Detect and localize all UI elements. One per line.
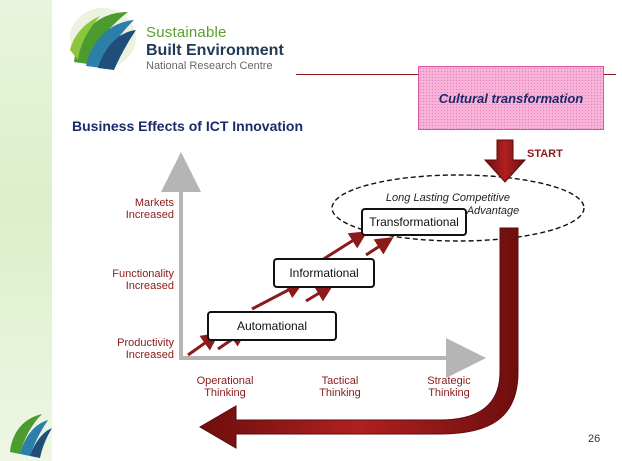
y-label-line: Markets xyxy=(134,197,174,209)
x-label-tactical: Tactical Thinking xyxy=(295,375,385,399)
advantage-line: Long Lasting Competitive xyxy=(385,192,511,204)
logo-icon xyxy=(70,8,136,70)
stage-transformational: Transformational xyxy=(361,208,467,236)
advantage-ellipse xyxy=(331,174,585,242)
x-label-line: Thinking xyxy=(428,387,470,399)
footer-logo-icon xyxy=(10,414,52,458)
cultural-transformation-box: Cultural transformation xyxy=(418,66,604,130)
progression-arrows xyxy=(187,231,394,357)
y-label-line: Productivity xyxy=(117,337,174,349)
brand-line2: Built Environment xyxy=(146,42,284,59)
brand-line3: National Research Centre xyxy=(146,60,273,72)
return-arrow xyxy=(199,227,519,449)
x-label-strategic: Strategic Thinking xyxy=(404,375,494,399)
x-label-line: Thinking xyxy=(204,387,246,399)
y-label-line: Increased xyxy=(125,349,174,361)
slide-title: Business Effects of ICT Innovation xyxy=(72,118,304,134)
start-label: START xyxy=(527,148,563,160)
y-label-markets: Markets Increased xyxy=(96,197,174,221)
cultural-transformation-label: Cultural transformation xyxy=(438,91,584,106)
y-label-line: Functionality xyxy=(112,268,174,280)
page-number: 26 xyxy=(588,433,601,445)
x-label-operational: Operational Thinking xyxy=(180,375,270,399)
start-down-arrow xyxy=(483,139,527,183)
advantage-line: Advantage xyxy=(466,205,520,217)
x-label-line: Operational xyxy=(196,375,254,387)
y-label-line: Increased xyxy=(125,209,174,221)
y-label-productivity: Productivity Increased xyxy=(96,337,174,361)
stage-automational: Automational xyxy=(207,311,337,341)
brand-line1: Sustainable xyxy=(146,24,227,41)
advantage-label: Long Lasting Competitive Advantage xyxy=(360,192,536,218)
x-label-line: Tactical xyxy=(321,375,359,387)
y-label-line: Increased xyxy=(125,280,174,292)
x-label-line: Thinking xyxy=(319,387,361,399)
left-accent-bar xyxy=(0,0,52,461)
x-label-line: Strategic xyxy=(427,375,471,387)
y-label-functionality: Functionality Increased xyxy=(96,268,174,292)
stage-informational: Informational xyxy=(273,258,375,288)
